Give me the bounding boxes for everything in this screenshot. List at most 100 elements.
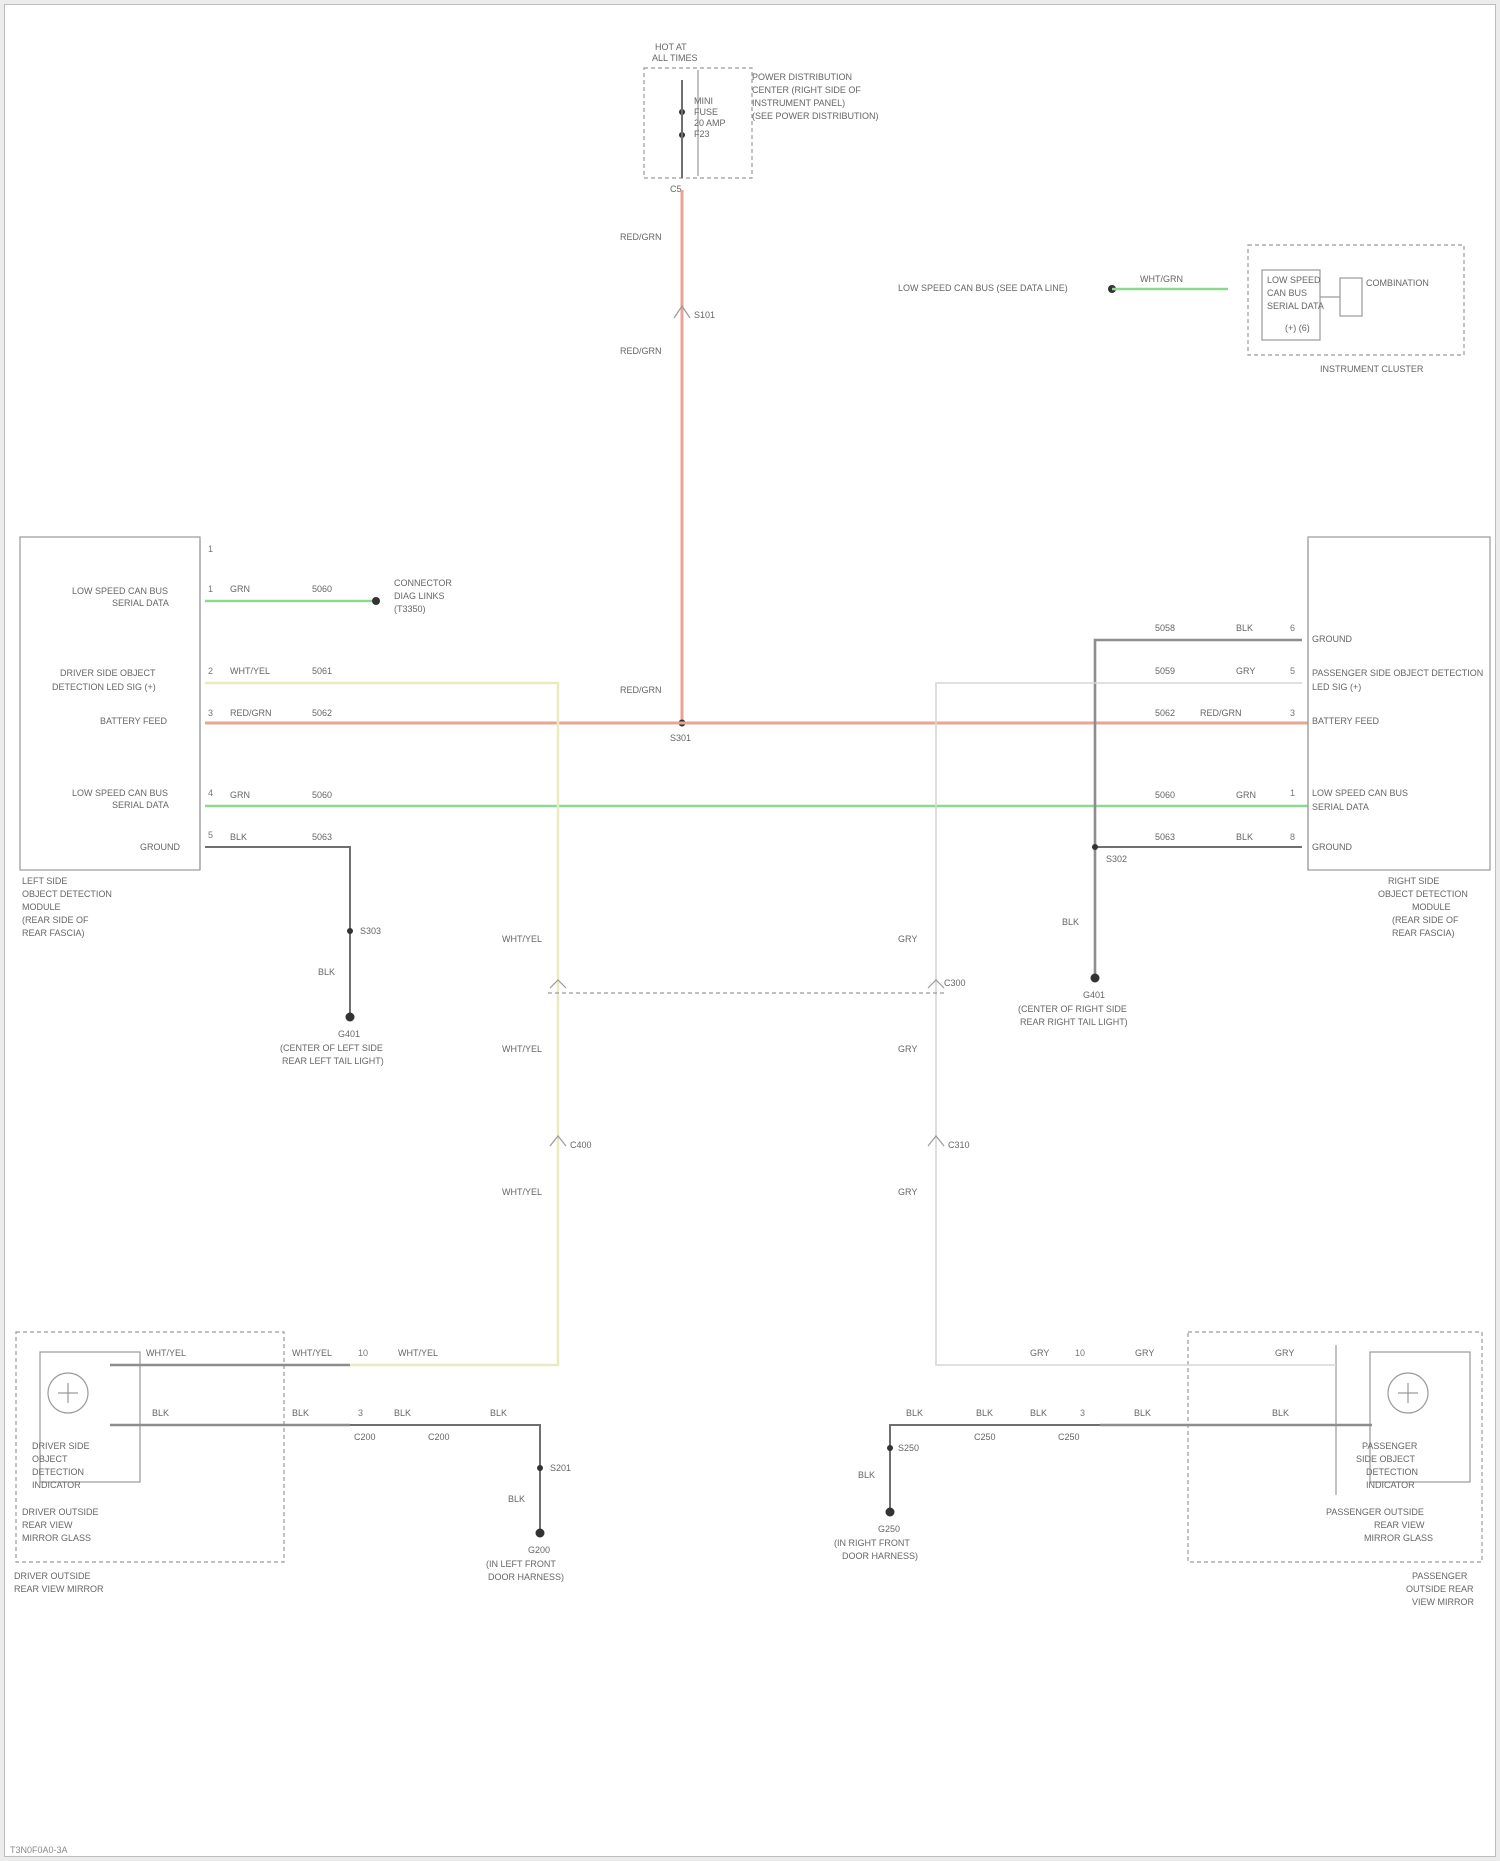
instrument-label-2: CAN BUS [1267, 288, 1307, 298]
left-ground-wire [205, 847, 350, 1015]
driver-caption-2: REAR VIEW MIRROR [14, 1584, 104, 1594]
left-caption-5: REAR FASCIA) [22, 928, 85, 938]
fuse-desc-4: (SEE POWER DISTRIBUTION) [752, 111, 879, 121]
left-gateway-label-2: DIAG LINKS [394, 591, 445, 601]
right-pin5-text: PASSENGER SIDE OBJECT DETECTION [1312, 668, 1483, 678]
passenger-top-wire-color-a: GRY [1030, 1348, 1049, 1358]
right-pin6-wire-color: BLK [1236, 623, 1253, 633]
passenger-ground-desc-2: DOOR HARNESS) [842, 1551, 918, 1561]
passenger-caption-2: OUTSIDE REAR [1406, 1584, 1474, 1594]
fuse-text-1: MINI [694, 96, 713, 106]
right-pin6-wire [1095, 640, 1302, 978]
left-ground-wire-label: BLK [318, 967, 335, 977]
passenger-top-wire-color-b: GRY [1135, 1348, 1154, 1358]
left-pin5-num: 5 [208, 830, 213, 840]
passenger-connector-b: C250 [1058, 1432, 1080, 1442]
footer-code: T3N0F0A0-3A [10, 1845, 68, 1855]
left-pin4-text2: SERIAL DATA [112, 800, 169, 810]
passenger-label-3: DETECTION [1366, 1467, 1418, 1477]
left-ground-point [346, 1013, 355, 1022]
battery-feed-wire: RED/GRN S101 RED/GRN RED/GRN S301 [620, 190, 715, 743]
left-ground-splice-dot [347, 928, 353, 934]
driver-ground-name: G200 [528, 1545, 550, 1555]
left-pin3-num: 3 [208, 708, 213, 718]
gry-wire-label-1: GRY [898, 934, 917, 944]
battery-wire-label-low: RED/GRN [620, 685, 662, 695]
passenger-ground-name: G250 [878, 1524, 900, 1534]
right-object-detection-module: 5058 BLK 6 GROUND 5059 GRY 5 PASSENGER S… [1018, 537, 1490, 1027]
passenger-bot-wire-color-a: BLK [906, 1408, 923, 1418]
driver-ground-desc-1: (IN LEFT FRONT [486, 1559, 556, 1569]
right-pin5-wire-color: GRY [1236, 666, 1255, 676]
right-pin6-circuit: 5058 [1155, 623, 1175, 633]
left-ground-name: G401 [338, 1029, 360, 1039]
driver-label-4: INDICATOR [32, 1480, 81, 1490]
driver-outside-mirror: DRIVER SIDE OBJECT DETECTION INDICATOR D… [14, 1332, 571, 1594]
fuse-connector: C5 [670, 184, 682, 194]
left-led-signal-wire [205, 683, 558, 1365]
left-pin5-wire-color: BLK [230, 832, 247, 842]
fuse-title-1: HOT AT [655, 42, 687, 52]
instrument-outline [1248, 245, 1464, 355]
right-pin5-text2: LED SIG (+) [1312, 682, 1361, 692]
right-ground-wire-label: BLK [1062, 917, 1079, 927]
left-pin4-num: 4 [208, 788, 213, 798]
yel-wire-label-1: WHT/YEL [502, 934, 542, 944]
right-caption-2: OBJECT DETECTION [1378, 889, 1468, 899]
left-caption-4: (REAR SIDE OF [22, 915, 89, 925]
fuse-desc-2: CENTER (RIGHT SIDE OF [752, 85, 861, 95]
right-pin3-text: BATTERY FEED [1312, 716, 1380, 726]
passenger-bot-wire-color-b: BLK [976, 1408, 993, 1418]
left-gateway-label-3: (T3350) [394, 604, 426, 614]
left-top-pin: 1 [208, 544, 213, 554]
right-pin5-circuit: 5059 [1155, 666, 1175, 676]
left-pin2-text: DRIVER SIDE OBJECT [60, 668, 156, 678]
driver-label-2: OBJECT [32, 1454, 68, 1464]
instrument-cluster: LOW SPEED CAN BUS (SEE DATA LINE) WHT/GR… [898, 245, 1464, 374]
left-pin4-text: LOW SPEED CAN BUS [72, 788, 168, 798]
instrument-source: LOW SPEED CAN BUS (SEE DATA LINE) [898, 283, 1068, 293]
right-pin8-wire-color: BLK [1236, 832, 1253, 842]
passenger-label-7: MIRROR GLASS [1364, 1533, 1433, 1543]
connector-c300-label: C300 [944, 978, 966, 988]
left-pin3-circuit: 5062 [312, 708, 332, 718]
left-pin2-circuit: 5061 [312, 666, 332, 676]
passenger-caption-3: VIEW MIRROR [1412, 1597, 1474, 1607]
left-pin1-circuit: 5060 [312, 584, 332, 594]
driver-connector: C200 [354, 1432, 376, 1442]
left-gateway-label-1: CONNECTOR [394, 578, 452, 588]
splice-main-label: S301 [670, 733, 691, 743]
left-ground-splice: S303 [360, 926, 381, 936]
driver-connector-b: C200 [428, 1432, 450, 1442]
driver-ground-splice-dot [537, 1465, 543, 1471]
driver-top-wire-color-b: WHT/YEL [292, 1348, 332, 1358]
driver-bot-wire-color-d: BLK [490, 1408, 507, 1418]
passenger-label-4: INDICATOR [1366, 1480, 1415, 1490]
passenger-mirror-outline [1188, 1332, 1482, 1562]
instrument-label-4: (+) (6) [1285, 323, 1310, 333]
right-ground-desc-1: (CENTER OF RIGHT SIDE [1018, 1004, 1127, 1014]
right-caption-4: (REAR SIDE OF [1392, 915, 1459, 925]
left-pin1-num: 1 [208, 584, 213, 594]
left-caption-2: OBJECT DETECTION [22, 889, 112, 899]
driver-top-pin: 10 [358, 1348, 368, 1358]
left-pin1-text2: SERIAL DATA [112, 598, 169, 608]
right-pin1-circuit: 5060 [1155, 790, 1175, 800]
yel-wire-label-2: WHT/YEL [502, 1044, 542, 1054]
right-ground-name: G401 [1083, 990, 1105, 1000]
right-pin1-wire-color: GRN [1236, 790, 1256, 800]
left-pin4-wire-color: GRN [230, 790, 250, 800]
right-module-outline [1308, 537, 1490, 870]
battery-wire-label-top: RED/GRN [620, 232, 662, 242]
passenger-label-1: PASSENGER [1362, 1441, 1418, 1451]
right-ground-splice: S302 [1106, 854, 1127, 864]
driver-label-6: REAR VIEW [22, 1520, 73, 1530]
fuse-text-4: F23 [694, 129, 710, 139]
right-caption-5: REAR FASCIA) [1392, 928, 1455, 938]
passenger-top-wire-color-c: GRY [1275, 1348, 1294, 1358]
driver-bot-wire-color-b: BLK [292, 1408, 309, 1418]
passenger-bot-wire-color-c: BLK [1030, 1408, 1047, 1418]
right-ground-splice-dot [1092, 844, 1098, 850]
driver-top-wire-color-c: WHT/YEL [398, 1348, 438, 1358]
